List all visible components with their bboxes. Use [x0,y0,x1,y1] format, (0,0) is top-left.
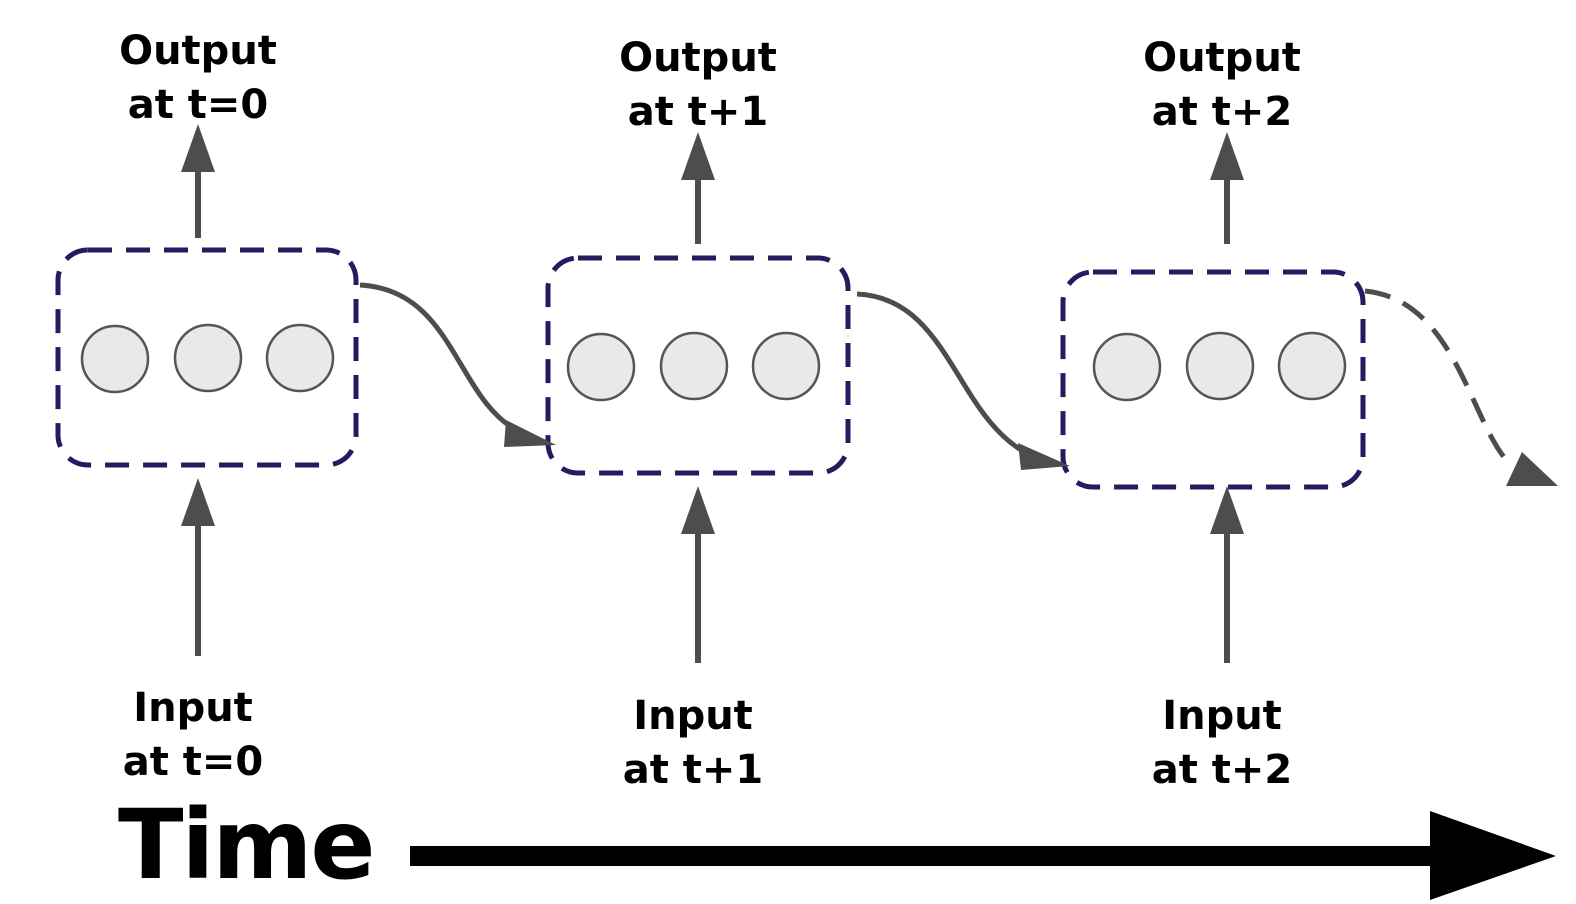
input-label-t1: Input at t+1 [563,689,823,797]
recurrent-arrow-t1-to-t2 [856,291,1070,470]
output-label-line1: Output [119,28,277,74]
output-label-line2: at t=0 [127,82,269,128]
time-arrow [410,811,1556,900]
input-label-line1: Input [1162,693,1282,739]
input-arrow-t2 [1210,486,1244,663]
input-label-line1: Input [633,693,753,739]
neuron-node [566,332,636,402]
output-arrow-t1 [681,132,715,244]
input-label-line2: at t=0 [122,739,264,785]
input-label-t0: Input at t=0 [63,681,323,789]
rnn-cell-t1 [545,255,851,476]
input-label-line2: at t+2 [1151,747,1293,793]
output-arrow-t2 [1210,132,1244,244]
time-axis-label: Time [118,789,376,901]
neuron-node [659,331,729,401]
recurrent-arrow-t0-to-t1 [359,282,556,447]
output-label-line2: at t+1 [627,89,769,135]
output-label-t0: Output at t=0 [68,24,328,132]
input-label-line2: at t+1 [622,747,764,793]
input-label-line1: Input [133,685,253,731]
neuron-node [1185,331,1255,401]
neuron-node [173,323,243,393]
output-arrow-t0 [181,124,215,238]
neuron-node [1092,332,1162,402]
output-label-line1: Output [1143,35,1301,81]
input-arrow-t1 [681,486,715,663]
neuron-node [80,324,150,394]
recurrent-arrow-t2-continues [1364,288,1558,486]
rnn-cell-t0 [55,247,359,468]
input-arrow-t0 [181,478,215,656]
output-label-line1: Output [619,35,777,81]
neuron-node [751,331,821,401]
neuron-node [265,323,335,393]
output-label-t1: Output at t+1 [568,31,828,139]
output-label-line2: at t+2 [1151,89,1293,135]
output-label-t2: Output at t+2 [1092,31,1352,139]
input-label-t2: Input at t+2 [1092,689,1352,797]
neuron-node [1277,331,1347,401]
rnn-cell-t2 [1060,269,1366,490]
